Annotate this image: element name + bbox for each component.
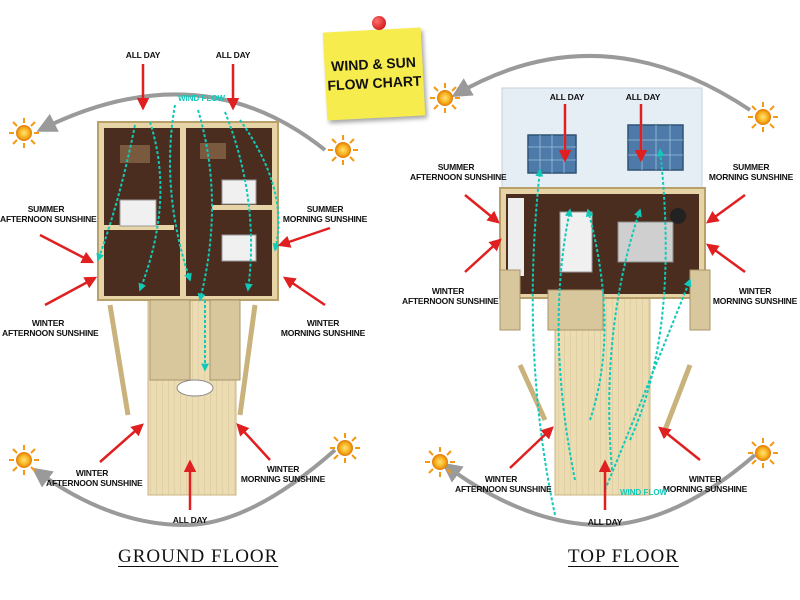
gf-all-day-top-left-label: ALL DAY [125, 50, 161, 60]
ground-floor-caption: GROUND FLOOR [118, 546, 279, 567]
ground-wind-flow [96, 104, 281, 372]
top-wind-flow [531, 148, 692, 516]
gf-all-day-bottom-label: ALL DAY [172, 515, 208, 525]
gf-wind-flow-label: WIND FLOW [178, 94, 226, 103]
sun-icon [747, 101, 779, 133]
sun-icon [329, 432, 361, 464]
title-sticky-note: WIND & SUN FLOW CHART [322, 27, 426, 121]
tf-all-day-right-label: ALL DAY [625, 92, 661, 102]
ground-sun-path-bottom [31, 448, 337, 528]
title-line-2: FLOW CHART [327, 72, 422, 94]
ground-sun-arrows [39, 64, 331, 510]
sun-icon [429, 82, 461, 114]
sun-icon [327, 134, 359, 166]
push-pin-icon [372, 16, 386, 30]
ground-floor-plan [97, 121, 279, 496]
tf-all-day-left-label: ALL DAY [549, 92, 585, 102]
solar-panel-icon [527, 134, 577, 174]
top-sun-path-top [451, 53, 752, 112]
sun-icon [8, 444, 40, 476]
top-floor-caption: TOP FLOOR [568, 546, 679, 567]
top-sun-path-bottom [441, 453, 757, 528]
tf-wind-flow-label: WIND FLOW [620, 488, 668, 497]
gf-all-day-top-right-label: ALL DAY [215, 50, 251, 60]
top-sun-arrows [464, 104, 746, 510]
tf-all-day-bottom-label: ALL DAY [587, 517, 623, 527]
solar-panel-icon [627, 124, 684, 171]
sun-icon [424, 446, 456, 478]
sun-icon [8, 117, 40, 149]
top-floor-plan [499, 87, 711, 496]
sun-icon [747, 437, 779, 469]
ground-sun-path-top [36, 92, 327, 152]
